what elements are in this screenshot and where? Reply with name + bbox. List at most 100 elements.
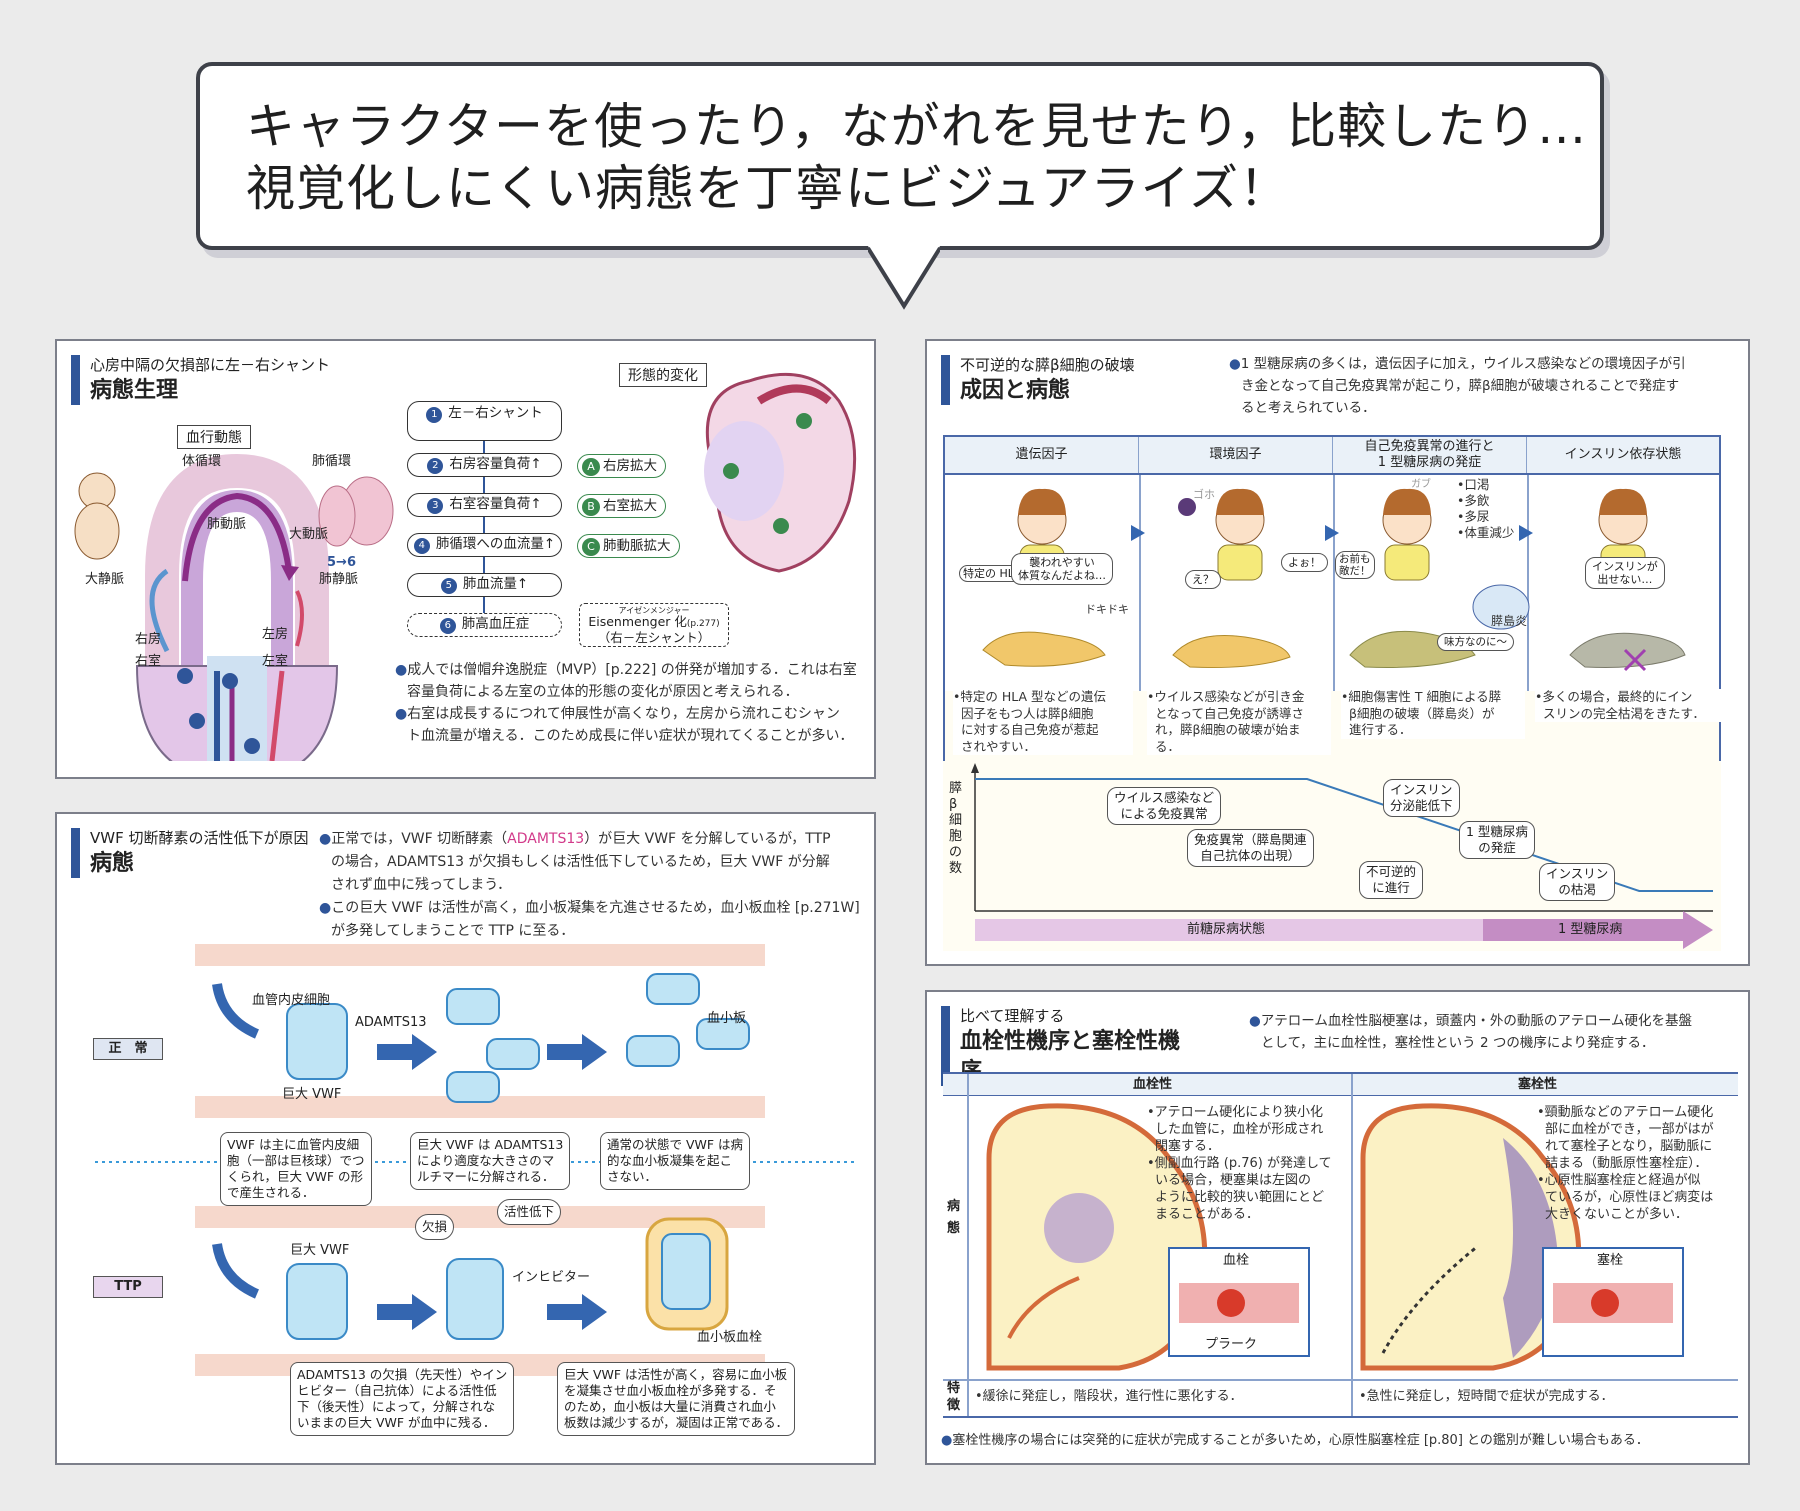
panel-ttp-title: 病態 xyxy=(90,850,135,876)
label-la: 左房 xyxy=(262,627,289,642)
note-insulin-dependent: •多くの場合，最終的にインスリンの完全枯渇をきたす． xyxy=(1535,689,1721,722)
speech-yoo: よぉ！ xyxy=(1281,553,1328,572)
col-genetic: 遺伝因子 xyxy=(945,437,1139,473)
panel-ttp: VWF 切断酵素の活性低下が原因 病態 ●正常では，VWF 切断酵素（ADAMT… xyxy=(55,812,876,1465)
panel-asd-subtitle: 心房中隔の欠損部に左－右シャント xyxy=(90,356,331,374)
headline-line-1: キャラクターを使ったり，ながれを見せたり，比較したり… xyxy=(246,98,1588,155)
speech-cough: ゴホ xyxy=(1193,488,1215,501)
panel-asd-header: 心房中隔の欠損部に左－右シャント 病態生理 xyxy=(71,355,330,405)
beta-cell-graph xyxy=(943,761,1721,951)
label-pulmonary: 肺循環 xyxy=(312,454,352,469)
graph-box-insulin-decline: インスリン分泌能低下 xyxy=(1383,779,1460,817)
label-ra: 右房 xyxy=(135,632,162,647)
speech-no-insulin: インスリンが出せない… xyxy=(1585,557,1665,589)
callout-ttp-thrombi: 巨大 VWF は活性が高く，容易に血小板を凝集させ血小板血栓が多発する．そのため… xyxy=(557,1362,796,1436)
asd-notes: ●成人では僧帽弁逸脱症（MVP）[p.222] の併発が増加する．これは右室 容… xyxy=(395,662,857,744)
panel-asd: 心房中隔の欠損部に左－右シャント 病態生理 血行動態 形態的変化 体循環 肺循環… xyxy=(55,339,876,779)
graph-y-label: 膵β細胞の数 xyxy=(949,781,963,876)
panel-type1-dm: 不可逆的な膵β細胞の破壊 成因と病態 ●1 型糖尿病の多くは，遺伝因子に加え，ウ… xyxy=(925,339,1750,966)
label-lv: 左室 xyxy=(262,654,289,669)
symptom-list: •口渇 •多飲 •多尿 •体重減少 xyxy=(1457,477,1515,540)
graph-box-irreversible: 不可逆的に進行 xyxy=(1359,861,1424,899)
hemodynamics-tag: 血行動態 xyxy=(177,425,251,449)
callout-normal-state: 通常の状態で VWF は病的な血小板凝集を起こさない． xyxy=(600,1132,751,1190)
heart-morphology-illustration xyxy=(704,372,857,573)
panel-dm-header: 不可逆的な膵β細胞の破壊 成因と病態 xyxy=(941,355,1135,405)
label-pulm-artery: 肺動脈 xyxy=(207,517,247,532)
label-endothelium: 血管内皮細胞 xyxy=(252,993,331,1008)
speech-gabu: ガブ xyxy=(1411,479,1431,490)
label-vena-cava: 大静脈 xyxy=(85,572,125,587)
row-feature: 特徴 xyxy=(947,1381,961,1413)
morphology-tag: 形態的変化 xyxy=(619,363,707,387)
feature-embolic: •急性に発症し，短時間で症状が完成する． xyxy=(1359,1389,1614,1404)
label-deficient: 欠損 xyxy=(415,1214,455,1240)
stroke-intro: ●アテローム血栓性脳梗塞は，頭蓋内・外の動脈のアテローム硬化を基盤 として，主に… xyxy=(1249,1013,1692,1051)
dm-illustrations xyxy=(982,488,1686,672)
label-five-six: 5→6 xyxy=(327,555,356,570)
label-thrombus: 血小板血栓 xyxy=(697,1330,763,1345)
label-big-vwf: 巨大 VWF xyxy=(282,1087,342,1102)
graph-box-depletion: インスリンの枯渇 xyxy=(1539,863,1616,901)
panel-ttp-subtitle: VWF 切断酵素の活性低下が原因 xyxy=(90,829,309,847)
thrombotic-notes: •アテローム硬化により狭小化 した血管に，血栓が形成され 閉塞する． •側副血行… xyxy=(1147,1105,1332,1222)
label-low-activity: 活性低下 xyxy=(497,1199,562,1225)
speech-enemy: お前も敵だ！ xyxy=(1335,551,1375,579)
graph-box-immune: 免疫異常（膵島関連自己抗体の出現） xyxy=(1187,829,1314,867)
speech-eh: え？ xyxy=(1185,570,1221,589)
panel-stroke-subtitle: 比べて理解する xyxy=(960,1007,1065,1025)
headline-line-2: 視覚化しにくい病態を丁寧にビジュアライズ！ xyxy=(246,160,1290,217)
col-embolic: 塞栓性 xyxy=(1518,1077,1558,1092)
speech-dokidoki: ドキドキ xyxy=(1085,603,1129,616)
speech-ally: 味方なのに〜 xyxy=(1437,633,1514,651)
label-rv: 右室 xyxy=(135,654,162,669)
row-ttp-tag: TTP xyxy=(93,1276,163,1298)
speech-pancreatitis: 膵島炎 xyxy=(1491,614,1528,628)
panel-stroke-title: 血栓性機序と塞栓性機序 xyxy=(960,1028,1181,1084)
panel-ttp-header: VWF 切断酵素の活性低下が原因 病態 xyxy=(71,828,309,878)
stroke-footer: ●塞栓性機序の場合には突発的に症状が完成することが多いため，心原性脳塞栓症 [p… xyxy=(941,1433,1649,1448)
feature-thrombotic: •緩徐に発症し，階段状，進行性に悪化する． xyxy=(975,1389,1243,1404)
bar-prediabetes xyxy=(975,919,1483,941)
panel-stroke-header: 比べて理解する 血栓性機序と塞栓性機序 xyxy=(941,1006,1201,1086)
panel-dm-subtitle: 不可逆的な膵β細胞の破壊 xyxy=(960,356,1135,374)
panel-stroke: 比べて理解する 血栓性機序と塞栓性機序 ●アテローム血栓性脳梗塞は，頭蓋内・外の… xyxy=(925,990,1750,1465)
label-inhibitor: インヒビター xyxy=(512,1270,591,1285)
bar-label-prediabetes: 前糖尿病状態 xyxy=(1187,922,1266,937)
label-adamts13: ADAMTS13 xyxy=(355,1015,427,1030)
label-embolus: 塞栓 xyxy=(1597,1253,1624,1268)
panel-asd-title: 病態生理 xyxy=(90,377,179,403)
bubble-tail xyxy=(868,246,940,310)
label-pulm-vein: 肺静脈 xyxy=(319,572,359,587)
label-thrombus: 血栓 xyxy=(1223,1253,1250,1268)
row-pathology: 病態 xyxy=(947,1199,961,1236)
embolic-notes: •頸動脈などのアテローム硬化 部に血栓ができ，一部がはが れて塞栓子となり，脳動… xyxy=(1537,1105,1714,1222)
callout-ttp-deficiency: ADAMTS13 の欠損（先天性）やインヒビター（自己抗体）による活性低下（後天… xyxy=(290,1362,515,1436)
label-platelet: 血小板 xyxy=(707,1011,747,1026)
label-plaque: プラーク xyxy=(1205,1337,1258,1352)
graph-box-onset: 1 型糖尿病の発症 xyxy=(1459,821,1535,859)
stroke-compare-table: 血栓性 塞栓性 病態 特徴 •アテローム硬化により狭小化 した血管に，血栓が形成… xyxy=(943,1072,1738,1418)
note-genetic: •特定の HLA 型などの遺伝因子をもつ人は膵β細胞に対する自己免疫が惹起されや… xyxy=(953,689,1133,755)
bar-type1-dm xyxy=(1483,911,1713,949)
brain-embolic-illustration xyxy=(1360,1103,1684,1371)
ttp-intro: ●正常では，VWF 切断酵素（ADAMTS13）が巨大 VWF を分解しているが… xyxy=(319,831,860,939)
eisenmenger-box: アイゼンメンジャー Eisenmenger 化(p.277) （右－左シャント） xyxy=(579,603,729,647)
panel-dm-title: 成因と病態 xyxy=(960,377,1071,403)
col-environment: 環境因子 xyxy=(1139,437,1333,473)
headline-bubble: キャラクターを使ったり，ながれを見せたり，比較したり… 視覚化しにくい病態を丁寧… xyxy=(196,62,1604,250)
label-aorta: 大動脈 xyxy=(289,527,329,542)
